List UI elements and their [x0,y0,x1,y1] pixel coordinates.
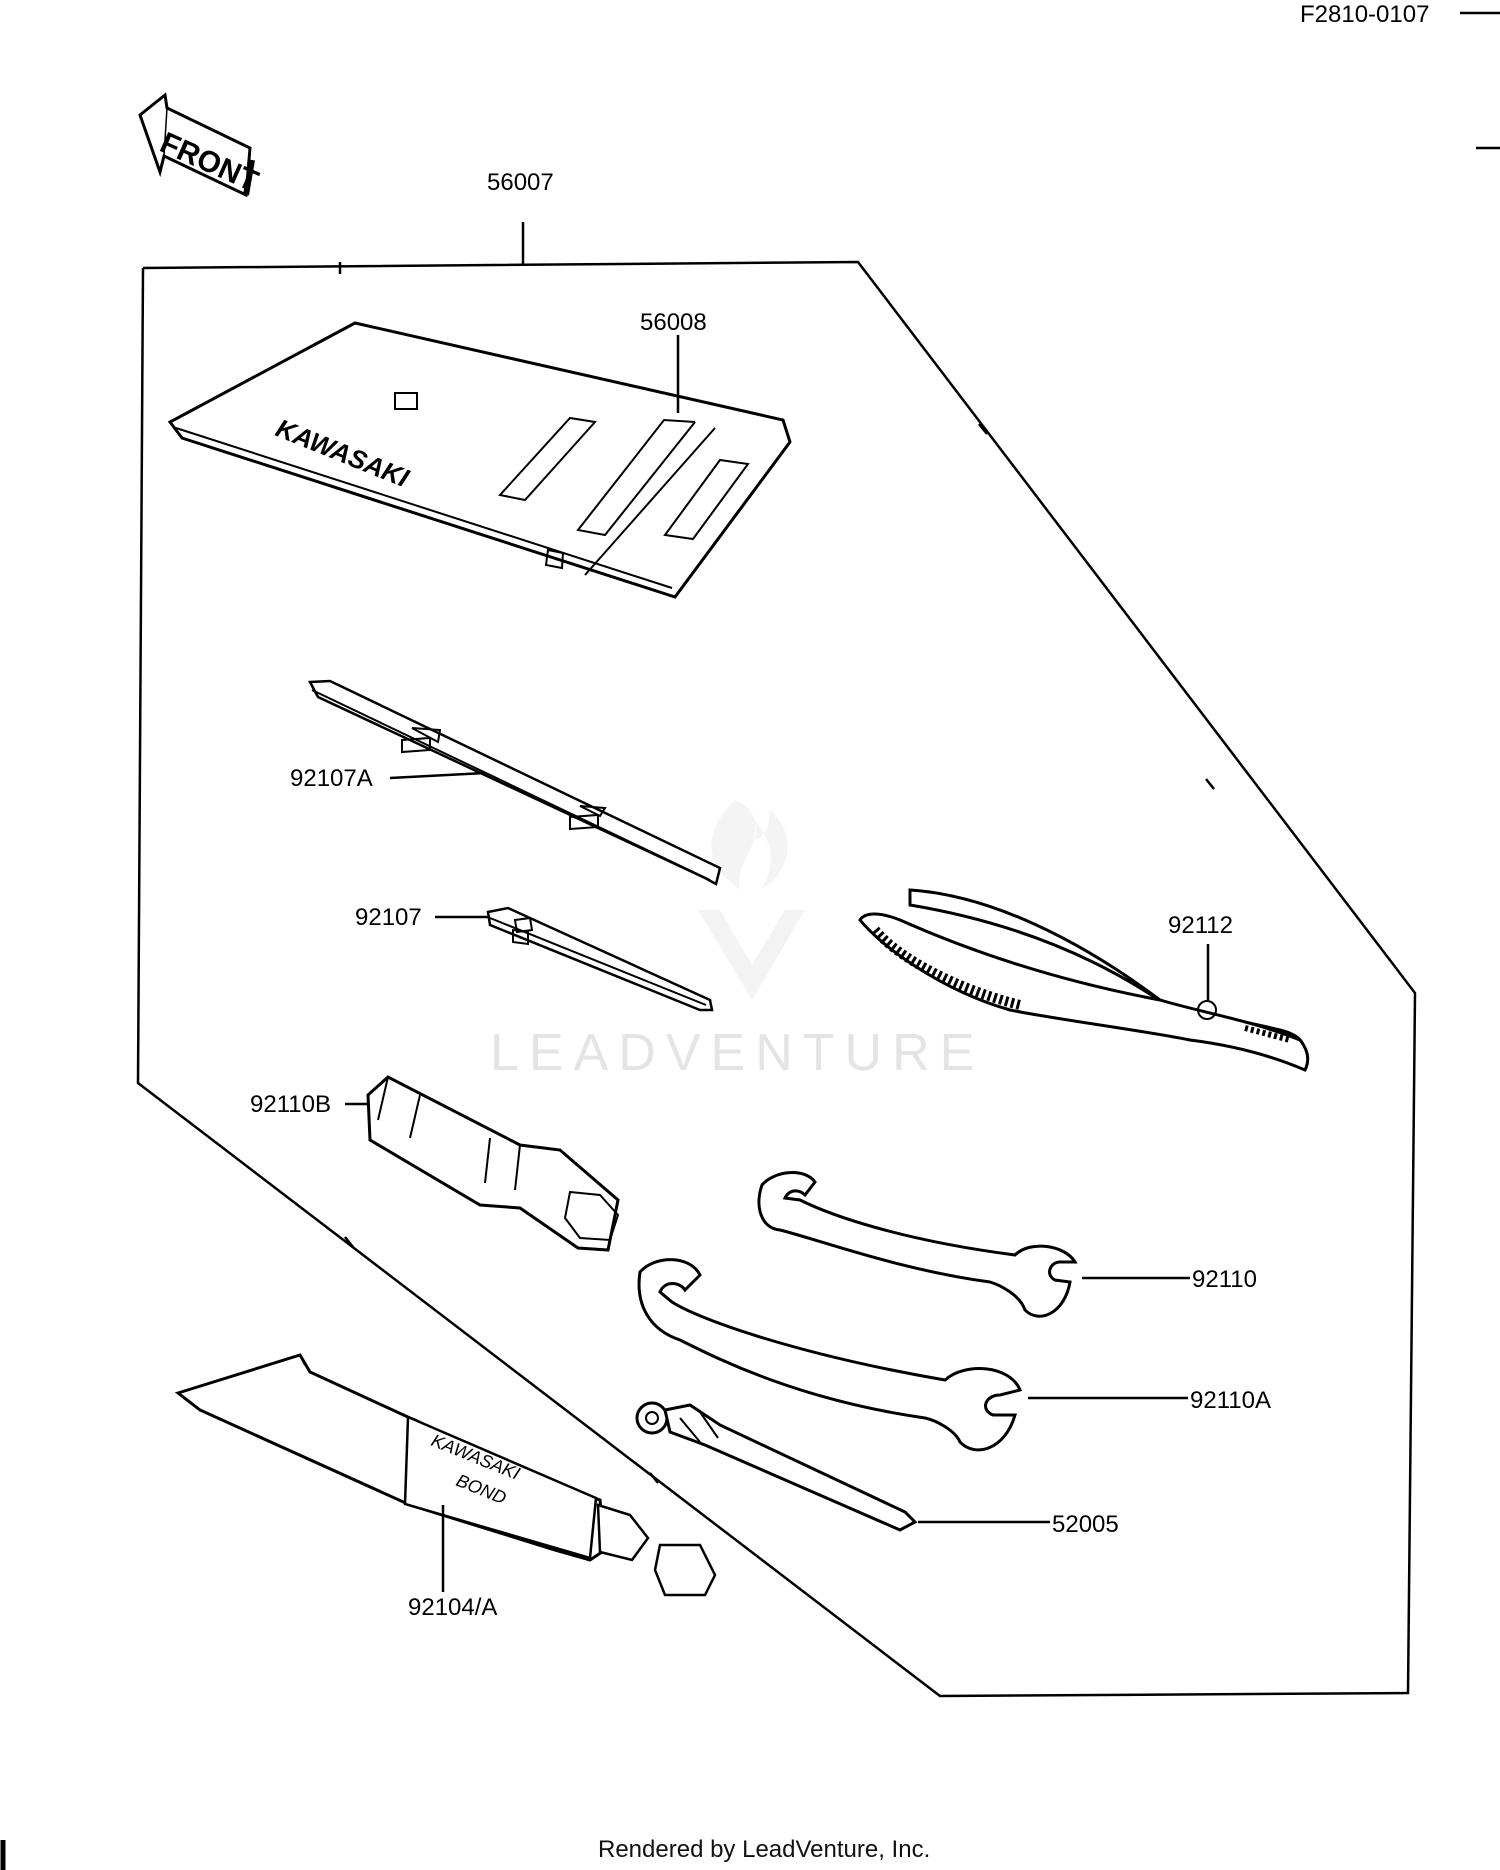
callout-wrench-small: 92110 [1192,1266,1257,1293]
kit-outline [136,222,1417,1698]
callout-kit: 56007 [487,169,554,196]
callout-pliers: 92112 [1168,912,1233,939]
watermark-logo-icon [698,800,805,1000]
watermark-text: LEADVENTURE [490,1024,984,1082]
wrench-large [637,1258,1023,1452]
callout-handle: 52005 [1052,1511,1119,1538]
screwdriver-long [307,679,722,886]
bond-tube: KAWASAKI BOND [174,1353,717,1597]
front-arrow-icon: FRONT [138,92,263,198]
wrench-small [757,1171,1078,1318]
callout-screwdriver-short: 92107 [355,904,422,931]
figure-code: F2810-0107 [1300,1,1429,28]
callout-pouch: 56008 [640,309,707,336]
tool-pouch: KAWASAKI [167,321,792,599]
handle-bar [635,1401,918,1532]
plug-wrench [366,1075,620,1252]
callout-plug-wrench: 92110B [250,1091,331,1118]
callout-screwdriver-long: 92107A [290,765,373,792]
callout-wrench-large: 92110A [1190,1387,1271,1414]
callout-bond-tube: 92104/A [408,1594,497,1621]
pliers [858,888,1310,1072]
screwdriver-short [486,906,714,1012]
footer-credit: Rendered by LeadVenture, Inc. [598,1836,930,1863]
leader-screwdriver-long [389,771,486,780]
